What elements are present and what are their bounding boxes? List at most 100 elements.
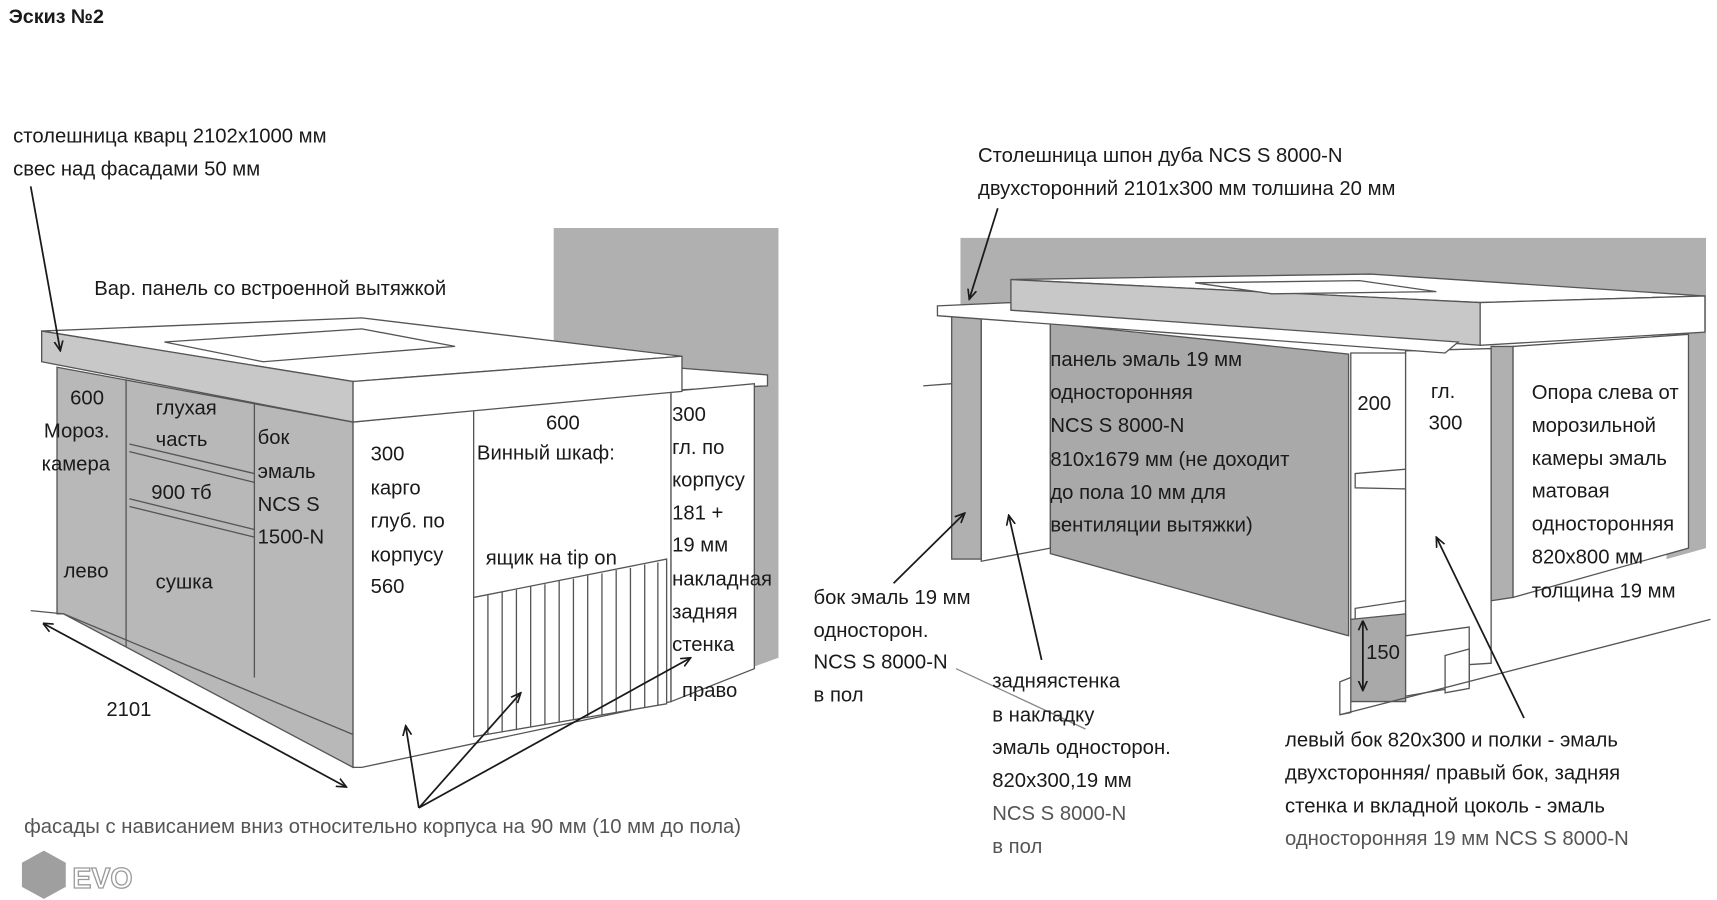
shelf-depth: 300 (1429, 413, 1463, 435)
support-note: 820x800 мм (1532, 546, 1643, 568)
back-note: эмаль односторон. (992, 737, 1171, 759)
right-unit-side: право (682, 680, 737, 702)
facade-note: фасады с нависанием вниз относительно ко… (24, 816, 741, 838)
right-unit-label: корпусу (672, 470, 746, 492)
shelf-depth: гл. (1431, 381, 1455, 403)
right-unit-label: стенка (672, 634, 735, 656)
shelves-note: левый бок 820x300 и полки - эмаль (1285, 730, 1618, 752)
blind-part-label: часть (156, 429, 208, 451)
panel-note: односторонняя (1050, 382, 1192, 404)
oak-countertop-note: Столешница шпон дуба NCS S 8000-N (978, 145, 1343, 167)
oak-countertop-note: двухсторонний 2101x300 мм толшина 20 мм (978, 178, 1395, 200)
right-unit-label: 19 мм (672, 534, 728, 556)
countertop-note-line: свес над фасадами 50 мм (13, 158, 260, 180)
panel-note: панель эмаль 19 мм (1050, 349, 1242, 371)
cooktop-note: Вар. панель со встроенной вытяжкой (94, 278, 446, 300)
wine-width: 600 (546, 413, 580, 435)
facade-pointer-arrow (418, 658, 691, 809)
slats (487, 562, 659, 735)
support-note: толщина 19 мм (1532, 580, 1676, 602)
enamel-panel (1049, 322, 1350, 637)
shelves-note: стенка и вкладной цоколь - эмаль (1285, 795, 1605, 817)
shelf-unit-side (1404, 347, 1492, 670)
wall-edge (923, 383, 952, 387)
panel-note: вентиляции вытяжки) (1050, 515, 1252, 537)
cargo-label: 560 (371, 576, 405, 598)
side-panel-label: NCS S (258, 494, 320, 516)
support-note: морозильной (1532, 415, 1656, 437)
support-note: односторонняя (1532, 514, 1674, 536)
freezer-label: Мороз. (44, 420, 110, 442)
panel-note: 810x1679 мм (не доходит (1050, 449, 1289, 471)
back-note: в накладку (992, 704, 1095, 726)
cargo-label: 300 (371, 443, 405, 465)
support-note: камеры эмаль (1532, 448, 1667, 470)
length-dimension-arrow (44, 624, 347, 787)
cooktop (1195, 279, 1437, 295)
countertop-note-line: столешница кварц 2102x1000 мм (13, 126, 326, 148)
dryer-label: сушка (156, 572, 214, 594)
blind-part-label: глухая (156, 397, 217, 419)
facade-pointer-arrow (406, 726, 420, 809)
plinth-insert (1444, 648, 1470, 694)
freezer-label: камера (42, 453, 111, 475)
drawer-line (129, 505, 255, 538)
right-unit-face (670, 382, 755, 703)
drawer-line (129, 443, 255, 475)
countertop-front (352, 355, 683, 423)
cargo-label: карго (371, 477, 421, 499)
wine-label: Винный шкаф: (477, 442, 615, 464)
right-unit-label: 181 + (672, 503, 723, 525)
raised-countertop-front (1479, 295, 1706, 347)
sketch-title: Эскиз №2 (9, 6, 104, 28)
drawer-line (129, 451, 255, 483)
right-unit-label: гл. по (672, 437, 724, 459)
right-unit-label: накладная (672, 568, 772, 590)
support-panel (1512, 333, 1690, 599)
countertop-pointer-arrow (969, 208, 999, 299)
floor-line (1339, 618, 1711, 716)
right-kitchen-counter (892, 208, 1711, 730)
shelves-note: двухсторонняя/ правый бок, задняя (1285, 762, 1620, 784)
panel-note: до пола 10 мм для (1050, 482, 1226, 504)
cargo-label: глуб. по (371, 510, 445, 532)
panel-note: NCS S 8000-N (1050, 415, 1184, 437)
cargo-label: корпусу (371, 544, 445, 566)
shelf-unit-edge (1490, 345, 1514, 602)
facade-pointer-arrow (418, 693, 521, 809)
side-note: бок эмаль 19 мм (814, 587, 971, 609)
side-panel-label: эмаль (258, 461, 316, 483)
shelves-note: односторонняя 19 мм NCS S 8000-N (1285, 828, 1629, 850)
wine-drawer-label: ящик на tip on (486, 548, 617, 570)
left-kitchen-island (29, 186, 779, 809)
evo-logo: EVO (21, 850, 133, 899)
cooktop (164, 328, 456, 363)
countertop-pointer-arrow (29, 186, 61, 350)
dishwasher-label: 900 тб (151, 482, 211, 504)
back-panel-small (980, 317, 1052, 563)
back-wall-strip (754, 383, 779, 667)
logo-hexagon (21, 850, 66, 899)
support-note: матовая (1532, 481, 1610, 503)
drawer-line (129, 498, 255, 531)
back-note: в пол (992, 836, 1042, 858)
support-note: Опора слева от (1532, 382, 1679, 404)
side-note: в пол (814, 685, 864, 707)
freezer-side: лево (64, 561, 109, 583)
right-unit-label: задняя (672, 601, 738, 623)
back-note: NCS S 8000-N (992, 803, 1126, 825)
side-note: NCS S 8000-N (814, 652, 948, 674)
right-unit-label: 300 (672, 404, 706, 426)
back-note: задняястенка (992, 670, 1120, 692)
shelf-width: 200 (1357, 393, 1391, 415)
plinth-height: 150 (1366, 642, 1400, 664)
length-dimension: 2101 (106, 699, 151, 721)
floor-line (955, 668, 1086, 730)
shelves-pointer-arrow (1436, 537, 1525, 719)
back-note: 820x300,19 мм (992, 770, 1131, 792)
oak-countertop (936, 301, 1460, 354)
back-pointer-arrow (1009, 515, 1043, 661)
plinth-insert (1339, 676, 1352, 716)
